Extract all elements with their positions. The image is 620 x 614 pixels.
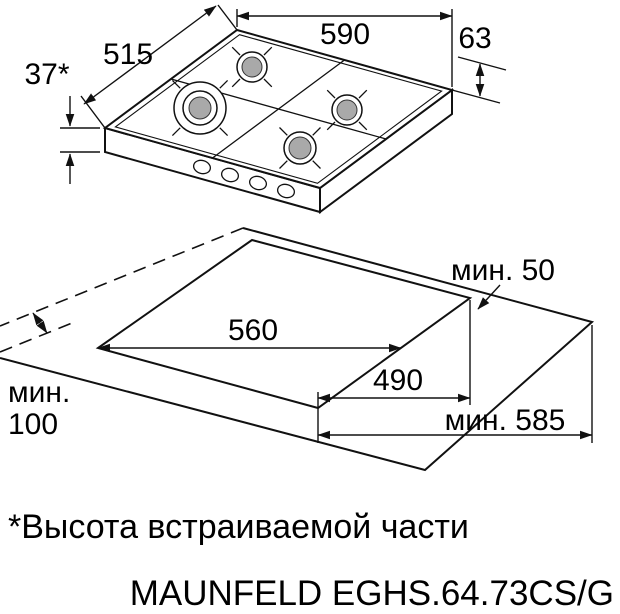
dim-37-label: 37* (24, 58, 69, 91)
burner-back-left (231, 46, 273, 88)
burner-front-right (279, 127, 321, 169)
burner-cap (188, 96, 212, 120)
dim-590-label: 590 (320, 18, 370, 51)
countertop-outline (0, 227, 595, 472)
knob-2 (220, 167, 240, 183)
leader-arrow (477, 284, 501, 310)
dim-490: 490 (317, 300, 471, 443)
knob-1 (192, 159, 212, 175)
dim-min-50: мин. 50 (451, 254, 555, 310)
model-text: MAUNFELD EGHS.64.73CS/G (129, 574, 614, 613)
dim-min-100: мин. 100 (8, 312, 70, 441)
dim-63: 63 (451, 22, 507, 104)
countertop-hidden-edge-dashed (0, 227, 244, 327)
cutout-dimensions: 560 490 мин. 585 мин. 50 мин. 100 (8, 254, 593, 443)
dim-490-label: 490 (373, 364, 423, 397)
knob-4 (276, 183, 296, 199)
dim-515: 515 (80, 4, 238, 129)
dim-line (83, 5, 217, 105)
trivet-fingers (231, 46, 273, 88)
dim-560: 560 (97, 314, 402, 353)
ext-lines (60, 127, 100, 153)
control-knobs (192, 159, 296, 199)
dim-min-585-label: мин. 585 (445, 404, 566, 437)
burner-back-right (326, 89, 368, 131)
trivet-fingers (279, 127, 321, 169)
dim-min-50-label: мин. 50 (451, 254, 555, 287)
dim-line (32, 312, 48, 334)
dim-63-label: 63 (458, 22, 491, 55)
ext-lines (451, 56, 507, 104)
trivet-fingers (171, 79, 229, 137)
hob-drawing (102, 28, 455, 214)
burner-cap (336, 99, 358, 121)
burner-cap (241, 56, 263, 78)
dim-min-100-label-line2: 100 (8, 408, 58, 441)
knob-3 (248, 175, 268, 191)
trivet-fingers (326, 89, 368, 131)
dim-37: 37* (24, 58, 100, 184)
hob-dimensions: 590 515 63 37* (24, 4, 507, 184)
footnote-text: *Высота встраиваемой части (8, 508, 469, 546)
dim-515-label: 515 (103, 38, 153, 71)
dim-560-label: 560 (228, 314, 278, 347)
dim-590: 590 (236, 9, 453, 87)
burner-cap (288, 136, 312, 160)
diagram-canvas: 590 515 63 37* 560 (0, 4, 595, 472)
wall-edge-dashed (0, 322, 73, 353)
dim-min-100-label-line1: мин. (8, 376, 70, 409)
dim-min-585: мин. 585 (317, 325, 593, 443)
